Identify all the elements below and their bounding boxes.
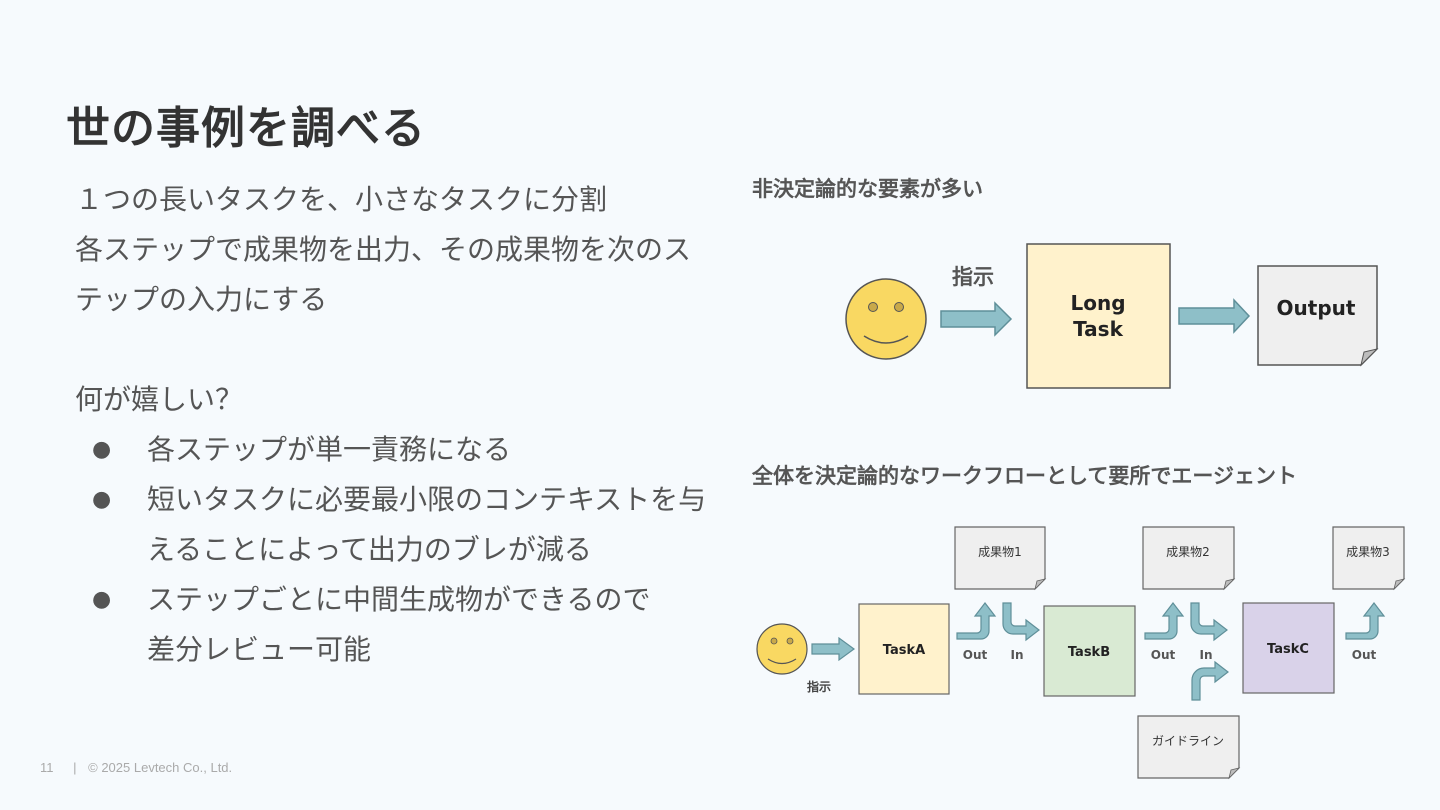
- out-label: Out: [963, 648, 988, 662]
- bullet-text: 短いタスクに必要最小限のコンテキストを与 えることによって出力のブレが減る: [147, 475, 735, 575]
- long-task-label-line2: Task: [1073, 317, 1123, 341]
- top-diagram-heading: 非決定論的な要素が多い: [752, 177, 983, 201]
- intro-line-2: 各ステップで成果物を出力、その成果物を次のス: [75, 233, 692, 266]
- guideline-document-icon: [1137, 715, 1241, 780]
- footer: 11 | © 2025 Levtech Co., Ltd.: [40, 760, 232, 775]
- task-a-label: TaskA: [883, 643, 925, 658]
- artifact-3-label: 成果物3: [1346, 545, 1390, 559]
- bullet-text-line: 差分レビュー可能: [147, 633, 372, 666]
- out-label: Out: [1352, 648, 1377, 662]
- artifact-3-document-icon: [1332, 526, 1406, 591]
- task-a-box: [858, 603, 950, 695]
- right-arrow-icon: [811, 636, 856, 662]
- in-label: In: [1199, 648, 1212, 662]
- bullet-text-line: えることによって出力のブレが減る: [147, 533, 592, 566]
- guideline-label: ガイドライン: [1152, 734, 1224, 748]
- bullet-text-line: 短いタスクに必要最小限のコンテキストを与: [147, 483, 707, 516]
- question-text: 何が嬉しい？: [75, 383, 244, 416]
- bottom-instruction-label: 指示: [807, 679, 831, 694]
- bullet-icon: ●: [92, 487, 112, 512]
- out-label: Out: [1151, 648, 1176, 662]
- bottom-smiley-icon: [756, 623, 808, 675]
- list-item: ● ステップごとに中間生成物ができるので 差分レビュー可能: [92, 575, 735, 675]
- bullet-text: ステップごとに中間生成物ができるので 差分レビュー可能: [147, 575, 735, 675]
- in-arrow-icon: [1002, 602, 1040, 642]
- task-b-label: TaskB: [1068, 645, 1110, 660]
- output-document-icon: [1257, 265, 1379, 367]
- out-arrow-icon: [1144, 602, 1185, 640]
- long-task-box: [1026, 243, 1171, 389]
- artifact-2-label: 成果物2: [1166, 545, 1210, 559]
- top-instruction-label: 指示: [952, 265, 994, 289]
- artifact-1-document-icon: [954, 526, 1047, 591]
- right-arrow-icon: [940, 301, 1013, 337]
- task-b-box: [1043, 605, 1136, 697]
- task-c-label: TaskC: [1267, 642, 1309, 657]
- bullet-text-line: ステップごとに中間生成物ができるので: [147, 583, 651, 616]
- in-label: In: [1010, 648, 1023, 662]
- task-c-box: [1242, 602, 1335, 694]
- right-arrow-icon: [1178, 298, 1251, 334]
- intro-line-3: テップの入力にする: [75, 283, 328, 316]
- bullet-text: 各ステップが単一責務になる: [147, 433, 512, 466]
- in-arrow-icon: [1190, 602, 1228, 642]
- copyright-text: © 2025 Levtech Co., Ltd.: [88, 760, 233, 775]
- artifact-2-document-icon: [1142, 526, 1236, 591]
- out-arrow-icon: [1345, 602, 1386, 640]
- out-arrow-icon: [956, 602, 997, 640]
- bottom-diagram-heading: 全体を決定論的なワークフローとして要所でエージェント: [752, 464, 1297, 488]
- footer-separator: |: [73, 760, 77, 775]
- page-number: 11: [40, 760, 54, 775]
- bullet-icon: ●: [92, 587, 112, 612]
- intro-line-1: １つの長いタスクを、小さなタスクに分割: [75, 183, 608, 216]
- output-label: Output: [1277, 296, 1356, 320]
- list-item: ● 各ステップが単一責務になる: [92, 425, 735, 475]
- long-task-label-line1: Long: [1070, 291, 1125, 315]
- top-smiley-icon: [845, 278, 927, 360]
- benefit-list: ● 各ステップが単一責務になる ● 短いタスクに必要最小限のコンテキストを与 え…: [75, 425, 735, 675]
- body-text: １つの長いタスクを、小さなタスクに分割 各ステップで成果物を出力、その成果物を次…: [75, 175, 735, 675]
- bullet-icon: ●: [92, 437, 112, 462]
- artifact-1-label: 成果物1: [978, 545, 1022, 559]
- list-item: ● 短いタスクに必要最小限のコンテキストを与 えることによって出力のブレが減る: [92, 475, 735, 575]
- page-title: 世の事例を調べる: [66, 103, 426, 154]
- guideline-arrow-icon: [1191, 660, 1229, 701]
